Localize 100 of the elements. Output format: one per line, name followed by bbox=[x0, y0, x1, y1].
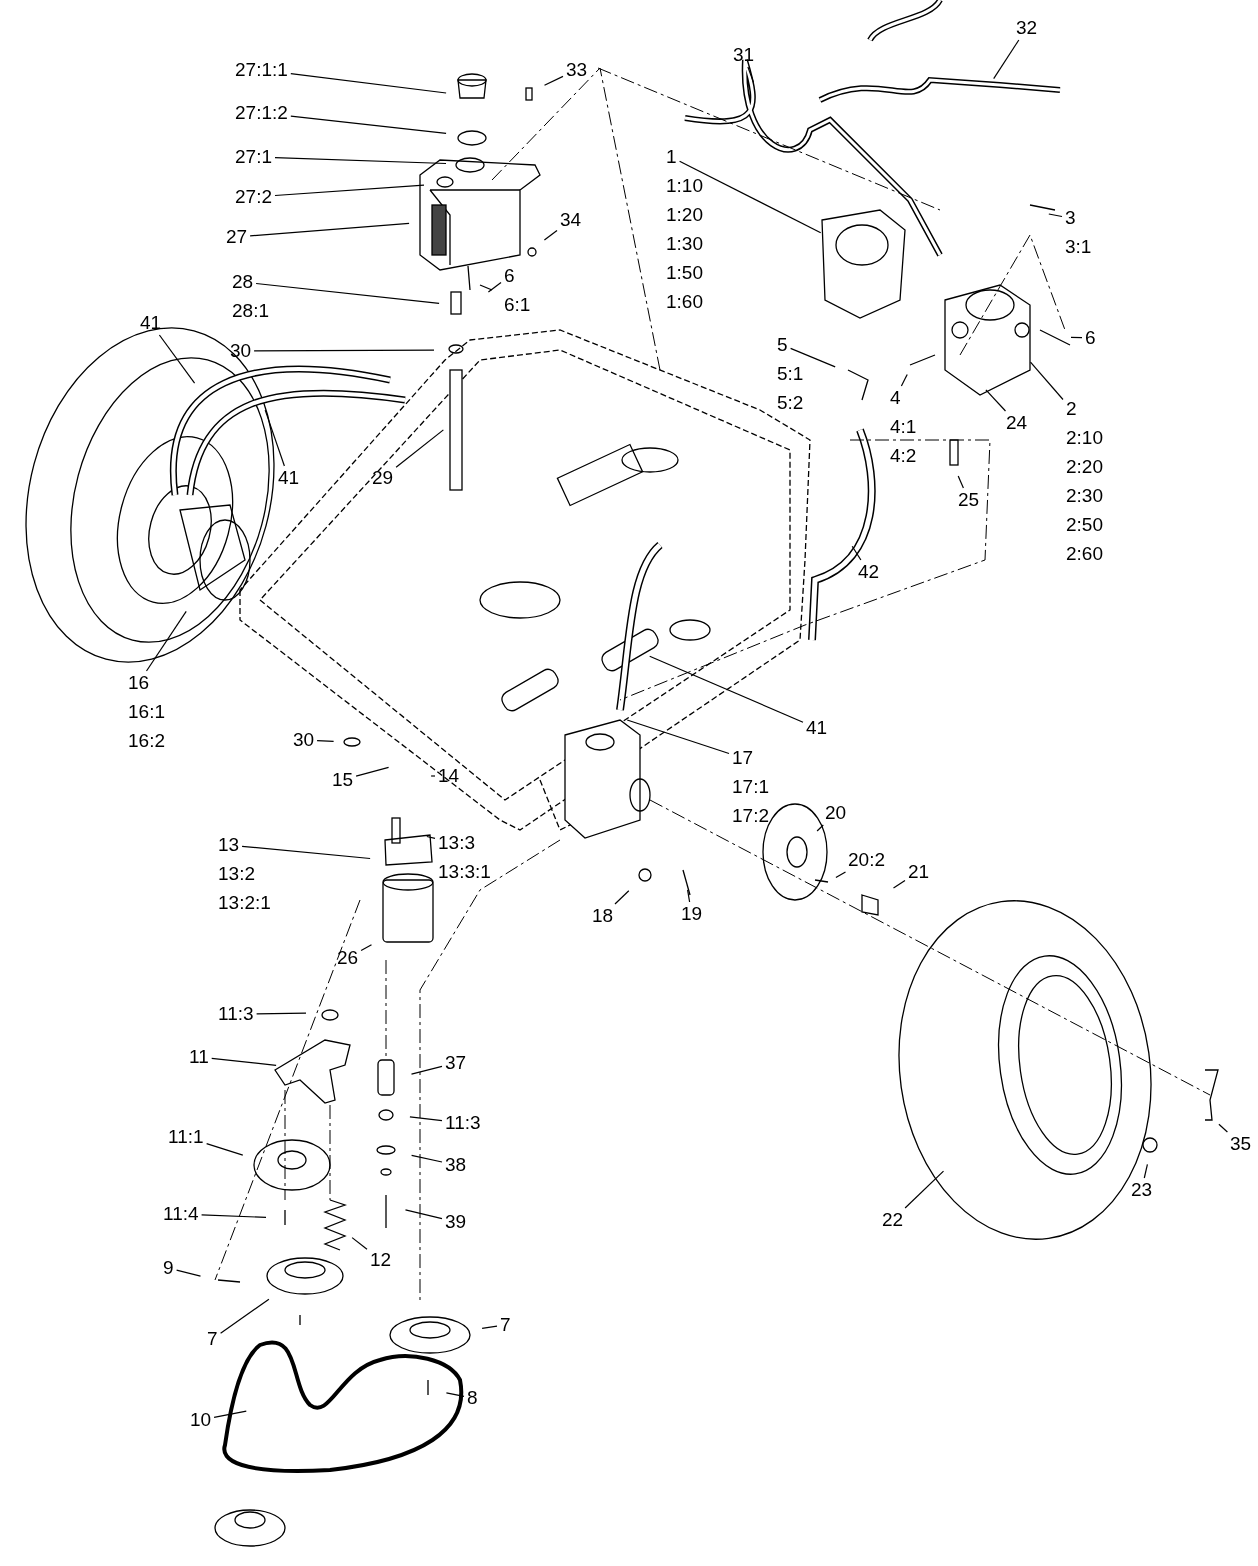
leader-line bbox=[360, 944, 373, 952]
leader-line bbox=[679, 160, 822, 234]
leader-line bbox=[543, 75, 564, 86]
leader-line bbox=[649, 655, 804, 723]
callout-number: 39 bbox=[445, 1212, 467, 1232]
leader-line bbox=[985, 389, 1007, 412]
leader-line bbox=[404, 1209, 443, 1220]
leader-line bbox=[290, 115, 447, 134]
callout-number: 1:20 bbox=[666, 205, 703, 225]
callout-number: 18 bbox=[592, 906, 614, 926]
leader-line bbox=[256, 1012, 307, 1015]
callout-number: 27:1:2 bbox=[235, 103, 288, 123]
leader-line bbox=[249, 222, 410, 237]
callout-number: 1 bbox=[666, 147, 677, 167]
leader-line bbox=[145, 610, 187, 672]
leader-line bbox=[445, 1392, 465, 1397]
leader-line bbox=[430, 775, 436, 777]
callout-number: 13 bbox=[218, 835, 240, 855]
leader-line bbox=[1029, 361, 1064, 401]
callout-number: 27:1:1 bbox=[235, 60, 288, 80]
callout-number: 4:1 bbox=[890, 417, 917, 437]
callout-number: 41 bbox=[278, 468, 300, 488]
callout-number: 5:1 bbox=[777, 364, 804, 384]
leader-line bbox=[1048, 213, 1063, 218]
leader-line bbox=[410, 1065, 443, 1075]
leader-line bbox=[255, 282, 440, 304]
callout-number: 38 bbox=[445, 1155, 467, 1175]
callout-number: 4:2 bbox=[890, 446, 917, 466]
callout-number: 30 bbox=[293, 730, 315, 750]
callout-number: 27:2 bbox=[235, 187, 272, 207]
callout-number: 31 bbox=[733, 45, 755, 65]
callout-number: 17 bbox=[732, 748, 754, 768]
callout-number: 19 bbox=[681, 904, 703, 924]
callout-number: 3 bbox=[1065, 208, 1076, 228]
leader-line bbox=[211, 1057, 277, 1066]
leader-line bbox=[264, 409, 285, 467]
callout-number: 20 bbox=[825, 803, 847, 823]
leader-line bbox=[816, 824, 824, 832]
callout-number: 16:1 bbox=[128, 702, 165, 722]
leader-line bbox=[409, 1116, 443, 1122]
callout-number: 1:30 bbox=[666, 234, 703, 254]
leader-line bbox=[395, 429, 444, 468]
leader-line bbox=[316, 740, 335, 742]
callout-number: 27 bbox=[226, 227, 248, 247]
leader-line bbox=[687, 889, 691, 903]
callout-number: 4 bbox=[890, 388, 901, 408]
leader-line bbox=[253, 349, 435, 352]
callout-number: 34 bbox=[560, 210, 582, 230]
callout-number: 13:2 bbox=[218, 864, 255, 884]
leader-line bbox=[1143, 1163, 1148, 1179]
callout-number: 2:20 bbox=[1066, 457, 1103, 477]
callout-number: 6 bbox=[504, 266, 515, 286]
callout-number: 1:50 bbox=[666, 263, 703, 283]
leader-line bbox=[158, 334, 196, 384]
callout-number: 25 bbox=[958, 490, 980, 510]
callout-number: 8 bbox=[467, 1388, 478, 1408]
callout-number: 35 bbox=[1230, 1134, 1252, 1154]
callout-number: 9 bbox=[163, 1258, 174, 1278]
leader-line bbox=[993, 39, 1020, 80]
leader-line bbox=[614, 890, 630, 905]
leader-line bbox=[904, 1170, 945, 1209]
callout-number: 2:60 bbox=[1066, 544, 1103, 564]
callout-number: 1:10 bbox=[666, 176, 703, 196]
callout-number: 10 bbox=[190, 1410, 212, 1430]
callout-number: 2 bbox=[1066, 399, 1077, 419]
leader-line bbox=[900, 373, 908, 387]
callout-number: 13:3:1 bbox=[438, 862, 491, 882]
callout-number: 2:30 bbox=[1066, 486, 1103, 506]
callout-number: 28 bbox=[232, 272, 254, 292]
callout-number: 32 bbox=[1016, 18, 1038, 38]
callout-number: 11:3 bbox=[218, 1004, 254, 1024]
callout-number: 20:2 bbox=[848, 850, 885, 870]
callout-number: 24 bbox=[1006, 413, 1028, 433]
leader-line bbox=[957, 475, 964, 489]
callout-number: 21 bbox=[908, 862, 930, 882]
callout-number: 17:1 bbox=[732, 777, 769, 797]
callout-number: 12 bbox=[370, 1250, 392, 1270]
callout-number: 11 bbox=[189, 1047, 209, 1067]
callout-number: 37 bbox=[445, 1053, 467, 1073]
leader-line bbox=[626, 719, 730, 755]
callout-number: 11:3 bbox=[445, 1113, 481, 1133]
callout-number: 15 bbox=[332, 770, 354, 790]
leader-line bbox=[411, 1154, 443, 1163]
callout-number: 16:2 bbox=[128, 731, 165, 751]
leader-line bbox=[1218, 1123, 1228, 1133]
leader-line bbox=[274, 184, 425, 197]
callout-number: 5:2 bbox=[777, 393, 804, 413]
leader-line bbox=[892, 880, 906, 889]
leader-line bbox=[201, 1214, 267, 1218]
callout-number: 1:60 bbox=[666, 292, 703, 312]
callout-number: 6 bbox=[1085, 328, 1096, 348]
leader-line bbox=[274, 157, 447, 165]
leader-line bbox=[176, 1269, 202, 1277]
callout-number: 16 bbox=[128, 673, 150, 693]
leader-line bbox=[206, 1143, 244, 1156]
callout-number: 17:2 bbox=[732, 806, 769, 826]
callout-number: 2:10 bbox=[1066, 428, 1103, 448]
leader-line bbox=[835, 871, 847, 879]
callout-number: 5 bbox=[777, 335, 788, 355]
callout-number: 26 bbox=[337, 948, 359, 968]
